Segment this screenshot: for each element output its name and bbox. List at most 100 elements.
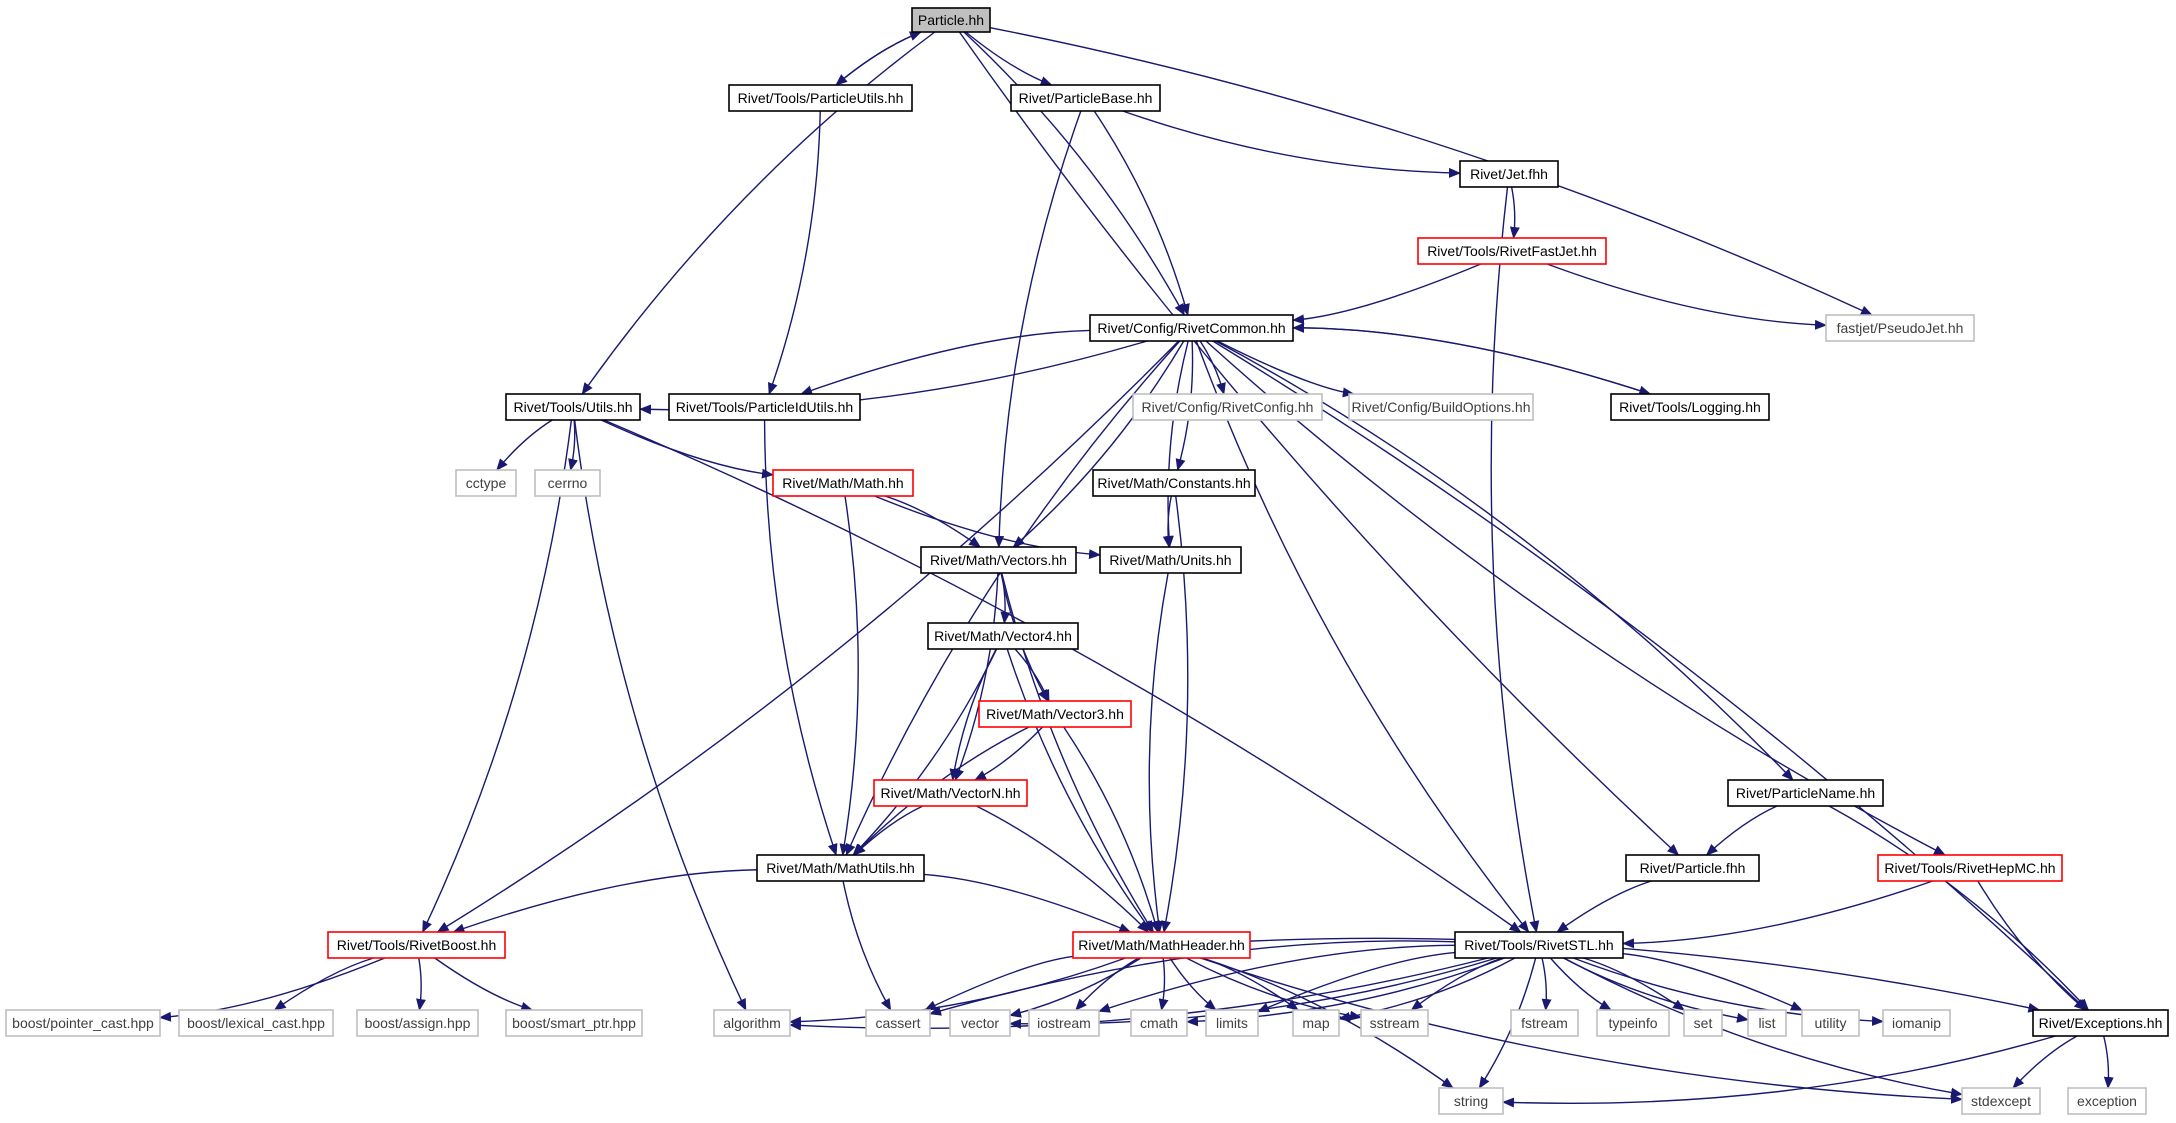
node-algorithm: algorithm (713, 1009, 791, 1037)
node-box-string (1438, 1087, 1504, 1115)
node-box-vector (949, 1009, 1011, 1037)
edge-rivetstl-to-fstream (1541, 957, 1552, 1011)
node-label-cerrno: cerrno (548, 475, 588, 491)
edge-rivetcommon-to-particlename (1215, 340, 1794, 781)
node-vector4[interactable]: Rivet/Math/Vector4.hh (927, 622, 1079, 650)
node-vectorn[interactable]: Rivet/Math/VectorN.hh (873, 779, 1028, 807)
edge-rivetboost-to-assign (416, 957, 426, 1011)
edge-rivetstl-to-iostream (1098, 944, 1456, 1013)
node-box-utils (505, 393, 641, 421)
edge-vector4-to-mathheader (1006, 648, 1153, 933)
edge-rivetboost-to-smart_ptr (434, 957, 534, 1012)
edge-rivetcommon-to-mathutils (845, 340, 1181, 856)
node-label-pseudojet: fastjet/PseudoJet.hh (1837, 320, 1964, 336)
edge-math-to-vectors (884, 495, 982, 548)
edge-rivetcommon-to-rivetconfig (1199, 340, 1226, 395)
node-label-rivethepmc: Rivet/Tools/RivetHepMC.hh (1884, 860, 2055, 876)
node-particle_hh[interactable]: Particle.hh (911, 7, 991, 33)
node-particlename[interactable]: Rivet/ParticleName.hh (1727, 779, 1884, 807)
node-label-fstream: fstream (1521, 1015, 1568, 1031)
edge-vector4-to-vector3 (1014, 648, 1050, 702)
node-box-typeinfo (1596, 1009, 1670, 1037)
node-box-utility (1801, 1009, 1860, 1037)
node-box-limits (1205, 1009, 1259, 1037)
node-cmath: cmath (1130, 1009, 1188, 1037)
node-units[interactable]: Rivet/Math/Units.hh (1099, 546, 1242, 574)
edge-particleidutils-to-mathutils (763, 419, 838, 856)
node-rivetstl[interactable]: Rivet/Tools/RivetSTL.hh (1454, 931, 1624, 959)
node-rivetfastjet[interactable]: Rivet/Tools/RivetFastJet.hh (1417, 237, 1607, 265)
node-exceptions[interactable]: Rivet/Exceptions.hh (2032, 1009, 2169, 1037)
node-iostream: iostream (1028, 1009, 1100, 1037)
edge-particle_hh-to-particle_fhh (958, 31, 1680, 856)
node-box-pointer_cast (5, 1009, 161, 1037)
edge-jet_fhh-to-rivetfastjet (1509, 186, 1520, 239)
node-box-iomanip (1882, 1009, 1951, 1037)
edge-particlebase-to-jet_fhh (1122, 110, 1461, 178)
edge-mathutils-to-rivetboost (452, 869, 758, 934)
node-label-iomanip: iomanip (1892, 1015, 1941, 1031)
edge-mathheader-to-limits (1169, 957, 1217, 1011)
node-box-stdexcept (1961, 1087, 2041, 1115)
edge-vectors-to-vectorn (954, 572, 999, 781)
node-box-fstream (1510, 1009, 1579, 1037)
node-vector3[interactable]: Rivet/Math/Vector3.hh (978, 700, 1132, 728)
node-label-rivetstl: Rivet/Tools/RivetSTL.hh (1464, 937, 1613, 953)
node-jet_fhh[interactable]: Rivet/Jet.fhh (1459, 160, 1559, 188)
node-iomanip: iomanip (1882, 1009, 1951, 1037)
edge-rivetstl-to-sstream (1410, 957, 1503, 1011)
node-label-vector4: Rivet/Math/Vector4.hh (934, 628, 1072, 644)
node-label-utils: Rivet/Tools/Utils.hh (513, 399, 632, 415)
edge-mathheader-to-algorithm (789, 957, 1126, 1027)
node-label-vector: vector (961, 1015, 999, 1031)
node-mathutils[interactable]: Rivet/Math/MathUtils.hh (756, 854, 925, 882)
node-rivetboost[interactable]: Rivet/Tools/RivetBoost.hh (327, 931, 506, 959)
node-label-vectors: Rivet/Math/Vectors.hh (930, 552, 1067, 568)
node-map: map (1292, 1009, 1340, 1037)
edge-rivetcommon-to-buildoptions (1217, 340, 1355, 398)
node-label-exceptions: Rivet/Exceptions.hh (2039, 1015, 2163, 1031)
node-box-rivetconfig (1132, 393, 1323, 421)
node-box-buildoptions (1348, 393, 1534, 421)
node-particleutils[interactable]: Rivet/Tools/ParticleUtils.hh (728, 84, 913, 112)
node-label-constants: Rivet/Math/Constants.hh (1097, 475, 1250, 491)
node-label-rivetfastjet: Rivet/Tools/RivetFastJet.hh (1427, 243, 1597, 259)
node-box-logging (1610, 393, 1770, 421)
node-particlebase[interactable]: Rivet/ParticleBase.hh (1010, 84, 1161, 112)
node-vectors[interactable]: Rivet/Math/Vectors.hh (920, 546, 1077, 574)
edge-units-to-mathheader (1148, 572, 1169, 933)
edge-rivethepmc-to-rivetstl (1622, 880, 1933, 949)
node-utils[interactable]: Rivet/Tools/Utils.hh (505, 393, 641, 421)
node-label-particle_hh: Particle.hh (918, 12, 984, 28)
node-label-list: list (1758, 1015, 1775, 1031)
node-cctype: cctype (455, 469, 517, 497)
node-label-particleutils: Rivet/Tools/ParticleUtils.hh (738, 90, 904, 106)
node-particleidutils[interactable]: Rivet/Tools/ParticleIdUtils.hh (668, 393, 861, 421)
node-sstream: sstream (1360, 1009, 1429, 1037)
edge-vectorn-to-mathheader (976, 805, 1150, 933)
edge-vector3-to-mathheader (1063, 726, 1160, 933)
node-particle_fhh[interactable]: Rivet/Particle.fhh (1625, 854, 1760, 882)
node-math[interactable]: Rivet/Math/Math.hh (772, 469, 914, 497)
node-rivetcommon[interactable]: Rivet/Config/RivetCommon.hh (1089, 314, 1294, 342)
edge-particle_hh-to-particlebase (965, 31, 1053, 86)
node-label-lexical_cast: boost/lexical_cast.hpp (187, 1015, 325, 1031)
edge-math-to-mathutils (839, 495, 859, 856)
node-box-mathutils (756, 854, 925, 882)
node-box-assign (356, 1009, 479, 1037)
node-lexical_cast: boost/lexical_cast.hpp (178, 1009, 334, 1037)
node-rivethepmc[interactable]: Rivet/Tools/RivetHepMC.hh (1877, 854, 2063, 882)
edge-utils-to-algorithm (573, 419, 747, 1011)
edge-exceptions-to-string (1502, 1035, 2056, 1108)
node-constants[interactable]: Rivet/Math/Constants.hh (1092, 469, 1256, 497)
node-list: list (1747, 1009, 1787, 1037)
edge-rivetcommon-to-rivetboost (436, 340, 1180, 933)
edge-particlename-to-exceptions (1828, 805, 2090, 1011)
edge-vector3-to-vectorn (974, 726, 1044, 781)
node-logging[interactable]: Rivet/Tools/Logging.hh (1610, 393, 1770, 421)
node-box-cerrno (534, 469, 601, 497)
node-mathheader[interactable]: Rivet/Math/MathHeader.hh (1072, 931, 1251, 959)
node-smart_ptr: boost/smart_ptr.hpp (505, 1009, 643, 1037)
node-box-jet_fhh (1459, 160, 1559, 188)
